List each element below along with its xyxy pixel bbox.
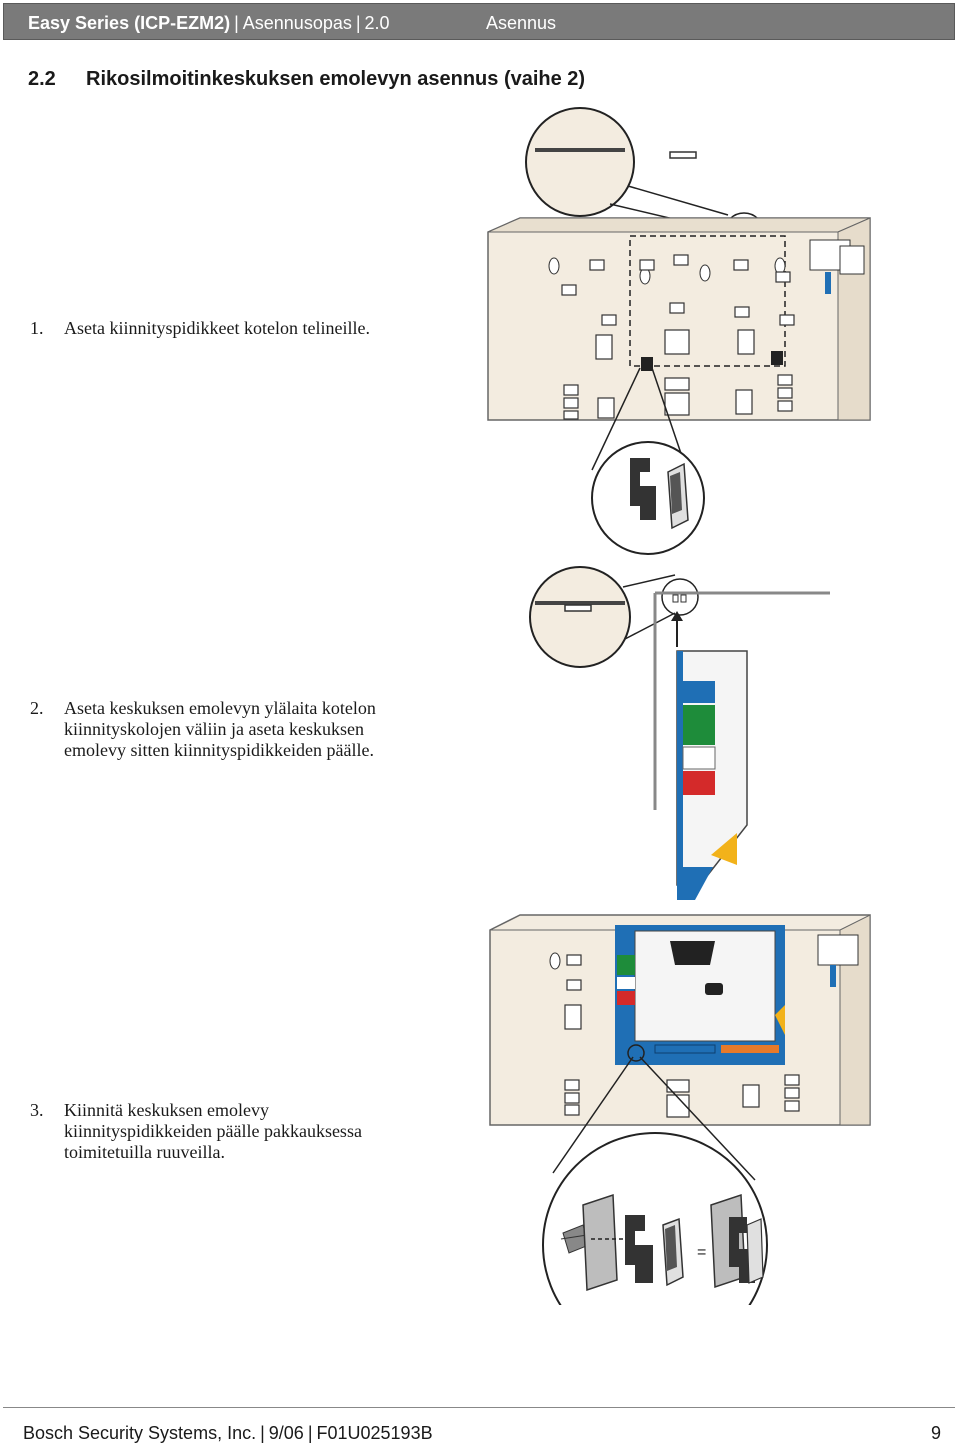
step-line: kiinnityspidikkeiden päälle pakkauksessa <box>64 1121 362 1141</box>
step-line: Aseta keskuksen emolevyn ylälaita kotelo… <box>64 698 376 718</box>
step-line: toimitetuilla ruuveilla. <box>64 1142 225 1162</box>
header-version: 2.0 <box>364 13 390 33</box>
step-number: 1. <box>30 318 44 338</box>
step-line: Aseta kiinnityspidikkeet kotelon telinei… <box>64 318 370 338</box>
step-text: Aseta keskuksen emolevyn ylälaita kotelo… <box>64 698 376 761</box>
header-section: Asennus <box>486 13 557 33</box>
page-footer: Bosch Security Systems, Inc.|9/06|F01U02… <box>3 1407 955 1446</box>
zoom-slot-circle <box>525 107 635 217</box>
step-line: kiinnityskolojen väliin ja aseta keskuks… <box>64 719 364 739</box>
footer-date: 9/06 <box>268 1423 304 1443</box>
step-line: emolevy sitten kiinnityspidikkeiden pääl… <box>64 740 374 760</box>
equals-sign: = <box>697 1244 706 1261</box>
enclosure-clips-illustration <box>487 107 871 555</box>
board-insertion-illustration <box>529 566 830 900</box>
page-header: Easy Series (ICP-EZM2)|Asennusopas|2.0 A… <box>3 3 955 40</box>
zoom-slot-circle <box>529 566 631 668</box>
board-outline <box>629 235 786 367</box>
step-line: Kiinnitä keskuksen emolevy <box>64 1100 269 1120</box>
header-doc-info: Easy Series (ICP-EZM2)|Asennusopas|2.0 <box>28 13 390 33</box>
section-number: 2.2 <box>28 68 56 90</box>
step-number: 3. <box>30 1100 44 1120</box>
footer-doc-id: F01U025193B <box>316 1423 433 1443</box>
page-number: 9 <box>930 1423 941 1443</box>
board-mounted-illustration: = <box>489 914 871 1305</box>
step-text: Kiinnitä keskuksen emolevy kiinnityspidi… <box>64 1100 362 1163</box>
footer-company: Bosch Security Systems, Inc. <box>23 1423 257 1443</box>
step-number: 2. <box>30 698 44 718</box>
footer-info: Bosch Security Systems, Inc.|9/06|F01U02… <box>23 1423 433 1443</box>
header-product: Easy Series (ICP-EZM2) <box>28 13 231 33</box>
header-doc: Asennusopas <box>242 13 352 33</box>
section-heading: 2.2 Rikosilmoitinkeskuksen emolevyn asenn… <box>28 68 585 91</box>
section-title: Rikosilmoitinkeskuksen emolevyn asennus … <box>86 68 586 90</box>
step-text: Aseta kiinnityspidikkeet kotelon telinei… <box>64 318 370 339</box>
